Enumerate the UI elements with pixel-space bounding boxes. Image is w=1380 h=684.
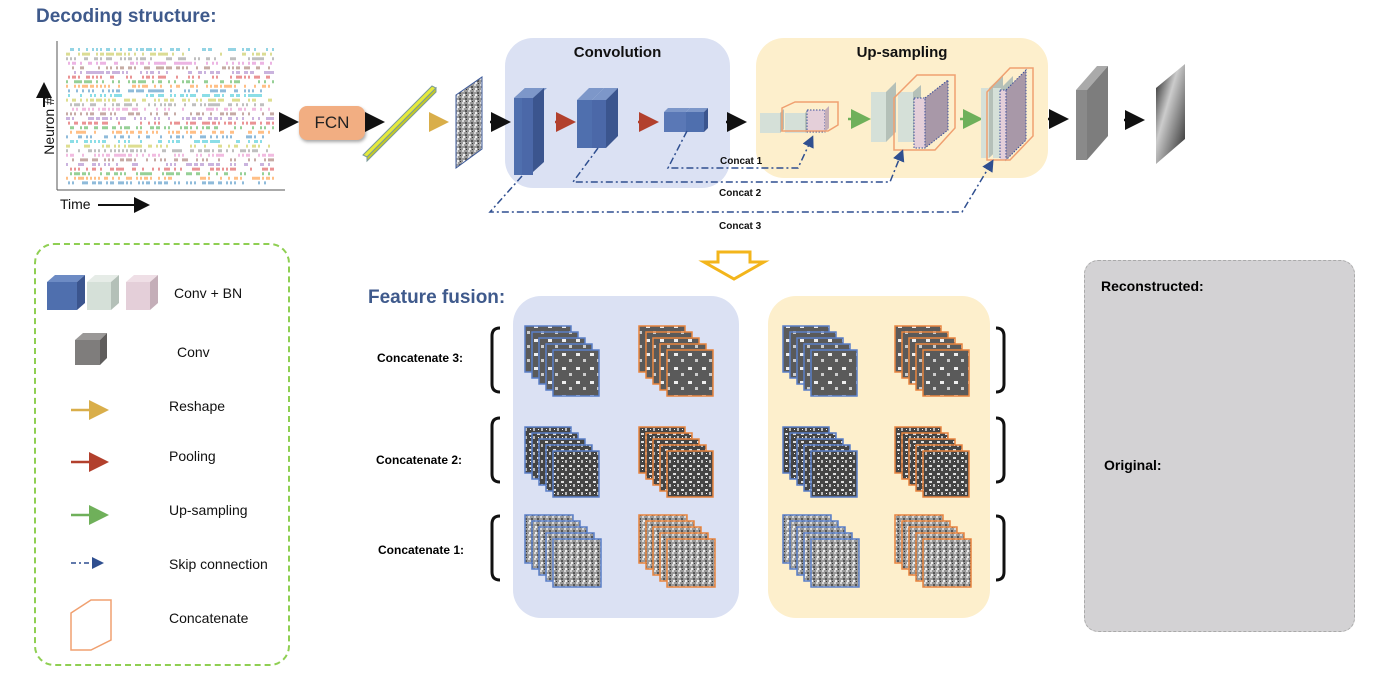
right-bracket-1 [995, 514, 1006, 582]
conv-block-1 [514, 88, 547, 175]
left-bracket-3 [490, 326, 501, 394]
conv-cube-icon [75, 333, 107, 365]
legend-label-conv-bn: Conv + BN [174, 285, 243, 301]
fusion-brackets [490, 326, 1006, 582]
convolution-title: Convolution [573, 44, 662, 61]
concat-3-label: Concat 3 [719, 221, 762, 232]
decoding-structure-title: Decoding structure: [36, 6, 217, 27]
upsample-block-1 [760, 101, 839, 133]
conv-block-2 [577, 88, 618, 148]
legend-label-reshape: Reshape [169, 398, 226, 414]
original-label: Original: [1104, 457, 1162, 473]
raster-plot [36, 41, 285, 213]
fcn-block: FCN [299, 106, 365, 140]
feature-map-blue [810, 349, 858, 397]
concatenate-2-label: Concatenate 2: [376, 453, 463, 467]
reconstructed-label: Reconstructed: [1101, 278, 1204, 294]
results-panel [1084, 260, 1355, 632]
concatenate-outline-1 [781, 101, 839, 132]
concatenate-legend-icon [70, 599, 112, 651]
legend-label-skip-connection: Skip connection [169, 556, 268, 572]
final-conv-layer [1076, 66, 1108, 160]
concatenate-3-label: Concatenate 3: [377, 351, 464, 365]
feature-fusion-title: Feature fusion: [368, 287, 506, 308]
concatenate-1-label: Concatenate 1: [378, 543, 465, 557]
legend-label-concatenate: Concatenate [169, 610, 249, 626]
feature-map-orange [922, 450, 970, 498]
right-bracket-3 [995, 326, 1006, 394]
feature-map-orange [922, 538, 972, 588]
skip-connection-1 [666, 130, 814, 169]
concat-1-label: Concat 1 [720, 156, 763, 167]
fusion-down-arrow-icon [698, 250, 770, 281]
legend-label-pooling: Pooling [169, 448, 216, 464]
legend-box [34, 243, 290, 666]
upsample-block-2 [871, 74, 956, 151]
legend-label-upsampling: Up-sampling [169, 502, 248, 518]
feature-map-orange [666, 538, 716, 588]
conv-bn-cubes-icon [47, 275, 158, 310]
feature-map-orange [666, 450, 714, 498]
left-bracket-1 [490, 514, 501, 582]
upsample-block-3 [981, 67, 1034, 162]
feature-map-orange [666, 349, 714, 397]
conv-block-3 [664, 108, 708, 132]
output-image [1156, 64, 1185, 164]
fcn-output-vector [362, 85, 437, 163]
concat-2-label: Concat 2 [719, 188, 762, 199]
fusion-feature-stacks [524, 325, 972, 588]
reshaped-feature-map [455, 76, 483, 169]
raster-spikes [66, 48, 274, 185]
time-axis-label: Time [60, 196, 91, 212]
left-bracket-2 [490, 416, 501, 484]
upsampling-title: Up-sampling [856, 44, 948, 61]
feature-map-blue [552, 538, 602, 588]
feature-map-orange [922, 349, 970, 397]
feature-map-blue [810, 538, 860, 588]
feature-map-blue [552, 450, 600, 498]
skip-connections [488, 130, 994, 213]
legend-label-conv: Conv [177, 344, 210, 360]
skip-connection-3 [488, 159, 994, 213]
skip-connection-2 [571, 147, 905, 183]
feature-map-blue [552, 349, 600, 397]
right-bracket-2 [995, 416, 1006, 484]
legend-icons [47, 275, 158, 651]
feature-map-blue [810, 450, 858, 498]
